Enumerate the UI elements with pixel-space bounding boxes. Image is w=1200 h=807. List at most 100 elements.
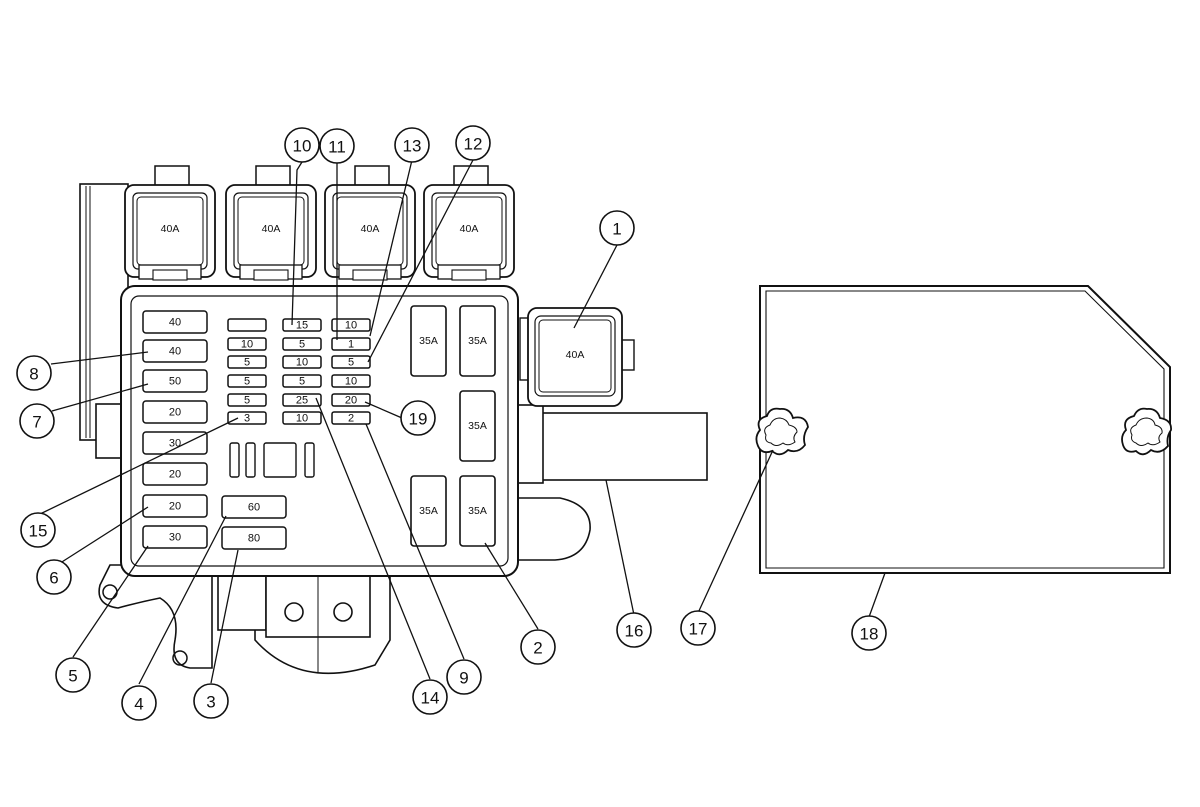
- callout-18: 18: [851, 615, 887, 651]
- mini-fuse-c2-r4: 5: [282, 374, 322, 388]
- cartridge-fuse-2-label: 80: [248, 533, 260, 545]
- top-relay-1: 40A: [124, 165, 216, 281]
- mini-fuse-c2-r3-label: 10: [296, 357, 308, 369]
- left-fuse-6: 20: [142, 462, 208, 486]
- maxi-fuse-4-label: 35A: [419, 505, 438, 517]
- callout-3-label: 3: [206, 693, 215, 712]
- callout-4-label: 4: [134, 695, 143, 714]
- callout-7: 7: [19, 403, 55, 439]
- callout-6-label: 6: [49, 569, 58, 588]
- maxi-fuse-1: 35A: [410, 305, 447, 377]
- callout-14: 14: [412, 679, 448, 715]
- mini-fuse-c1-r5: 5: [227, 393, 267, 407]
- mini-fuse-c1-r4-label: 5: [244, 376, 250, 388]
- left-fuse-3-label: 50: [169, 376, 181, 388]
- maxi-fuse-2-label: 35A: [468, 335, 487, 347]
- maxi-fuse-2: 35A: [459, 305, 496, 377]
- mini-fuse-c3-r6: 2: [331, 411, 371, 425]
- callout-3: 3: [193, 683, 229, 719]
- mini-fuse-c1-r6-label: 3: [244, 413, 250, 425]
- mini-fuse-c3-r4-label: 10: [345, 376, 357, 388]
- mini-fuse-c1-r5-label: 5: [244, 395, 250, 407]
- callout-16-label: 16: [625, 622, 644, 641]
- left-fuse-6-label: 20: [169, 469, 181, 481]
- callout-2-label: 2: [533, 639, 542, 658]
- left-fuse-8: 30: [142, 525, 208, 549]
- mini-fuse-c2-r4-label: 5: [299, 376, 305, 388]
- mini-fuse-c3-r4: 10: [331, 374, 371, 388]
- mini-fuse-c1-r6: 3: [227, 411, 267, 425]
- side-relay-label: 40A: [566, 349, 585, 361]
- mini-fuse-c1-r3-label: 5: [244, 357, 250, 369]
- left-fuse-5: 30: [142, 431, 208, 455]
- maxi-fuse-4: 35A: [410, 475, 447, 547]
- mini-fuse-c2-r3: 10: [282, 355, 322, 369]
- callout-15: 15: [20, 512, 56, 548]
- mini-fuse-c3-r5-label: 20: [345, 395, 357, 407]
- mini-fuse-c2-r6: 10: [282, 411, 322, 425]
- callout-9: 9: [446, 659, 482, 695]
- top-relay-4: 40A: [423, 165, 515, 281]
- left-fuse-4: 20: [142, 400, 208, 424]
- callout-19: 19: [400, 400, 436, 436]
- callout-11-label: 11: [328, 138, 346, 157]
- left-fuse-7: 20: [142, 494, 208, 518]
- maxi-fuse-3: 35A: [459, 390, 496, 462]
- mini-fuse-c3-r1-label: 10: [345, 320, 357, 332]
- left-fuse-column: 40 40 50 20 30 20 20 30: [142, 310, 208, 549]
- callout-12-label: 12: [464, 135, 483, 154]
- top-relay-3-label: 40A: [361, 223, 380, 235]
- left-fuse-1-label: 40: [169, 317, 181, 329]
- maxi-fuse-3-label: 35A: [468, 420, 487, 432]
- mini-fuse-c2-r5: 25: [282, 393, 322, 407]
- top-relay-2: 40A: [225, 165, 317, 281]
- callout-13: 13: [394, 127, 430, 163]
- callout-10-label: 10: [293, 137, 312, 156]
- mini-fuse-c1-r2-label: 10: [241, 339, 253, 351]
- callout-1: 1: [599, 210, 635, 246]
- top-relay-1-label: 40A: [161, 223, 180, 235]
- callout-12: 12: [455, 125, 491, 161]
- callout-17-label: 17: [689, 620, 708, 639]
- fuse-box-cover: [755, 285, 1172, 574]
- mini-fuse-c3-r2-label: 1: [348, 339, 354, 351]
- callout-19-label: 19: [409, 410, 428, 429]
- side-relay: 40A: [519, 307, 635, 407]
- mini-fuse-c2-r1-label: 15: [296, 320, 308, 332]
- callout-6: 6: [36, 559, 72, 595]
- top-relays: 40A 40A 40A 40A: [124, 165, 515, 281]
- callout-14-label: 14: [421, 689, 440, 708]
- callout-13-label: 13: [403, 137, 422, 156]
- mini-fuse-c1-r1: [227, 318, 267, 332]
- maxi-fuse-5-label: 35A: [468, 505, 487, 517]
- mini-fuse-c3-r3-label: 5: [348, 357, 354, 369]
- mini-fuse-c2-r6-label: 10: [296, 413, 308, 425]
- mini-fuse-c3-r1: 10: [331, 318, 371, 332]
- cartridge-fuse-2: 80: [221, 526, 287, 550]
- leader-lines: [37, 159, 886, 685]
- left-fuse-1: 40: [142, 310, 208, 334]
- maxi-fuses: 35A 35A 35A 35A 35A: [410, 305, 496, 547]
- left-fuse-4-label: 20: [169, 407, 181, 419]
- top-relay-4-label: 40A: [460, 223, 479, 235]
- callout-11: 11: [319, 128, 355, 164]
- mini-fuse-c3-r2: 1: [331, 337, 371, 351]
- callout-18-label: 18: [860, 625, 879, 644]
- mini-fuse-c2-r5-label: 25: [296, 395, 308, 407]
- callout-8: 8: [16, 355, 52, 391]
- callout-2: 2: [520, 629, 556, 665]
- left-fuse-8-label: 30: [169, 532, 181, 544]
- top-relay-2-label: 40A: [262, 223, 281, 235]
- left-fuse-3: 50: [142, 369, 208, 393]
- left-fuse-2-label: 40: [169, 346, 181, 358]
- callout-5-label: 5: [68, 667, 77, 686]
- callout-5: 5: [55, 657, 91, 693]
- callout-4: 4: [121, 685, 157, 721]
- left-fuse-2: 40: [142, 339, 208, 363]
- mini-fuse-c2-r2-label: 5: [299, 339, 305, 351]
- mini-fuse-c3-r6-label: 2: [348, 413, 354, 425]
- callout-8-label: 8: [29, 365, 38, 384]
- callout-16: 16: [616, 612, 652, 648]
